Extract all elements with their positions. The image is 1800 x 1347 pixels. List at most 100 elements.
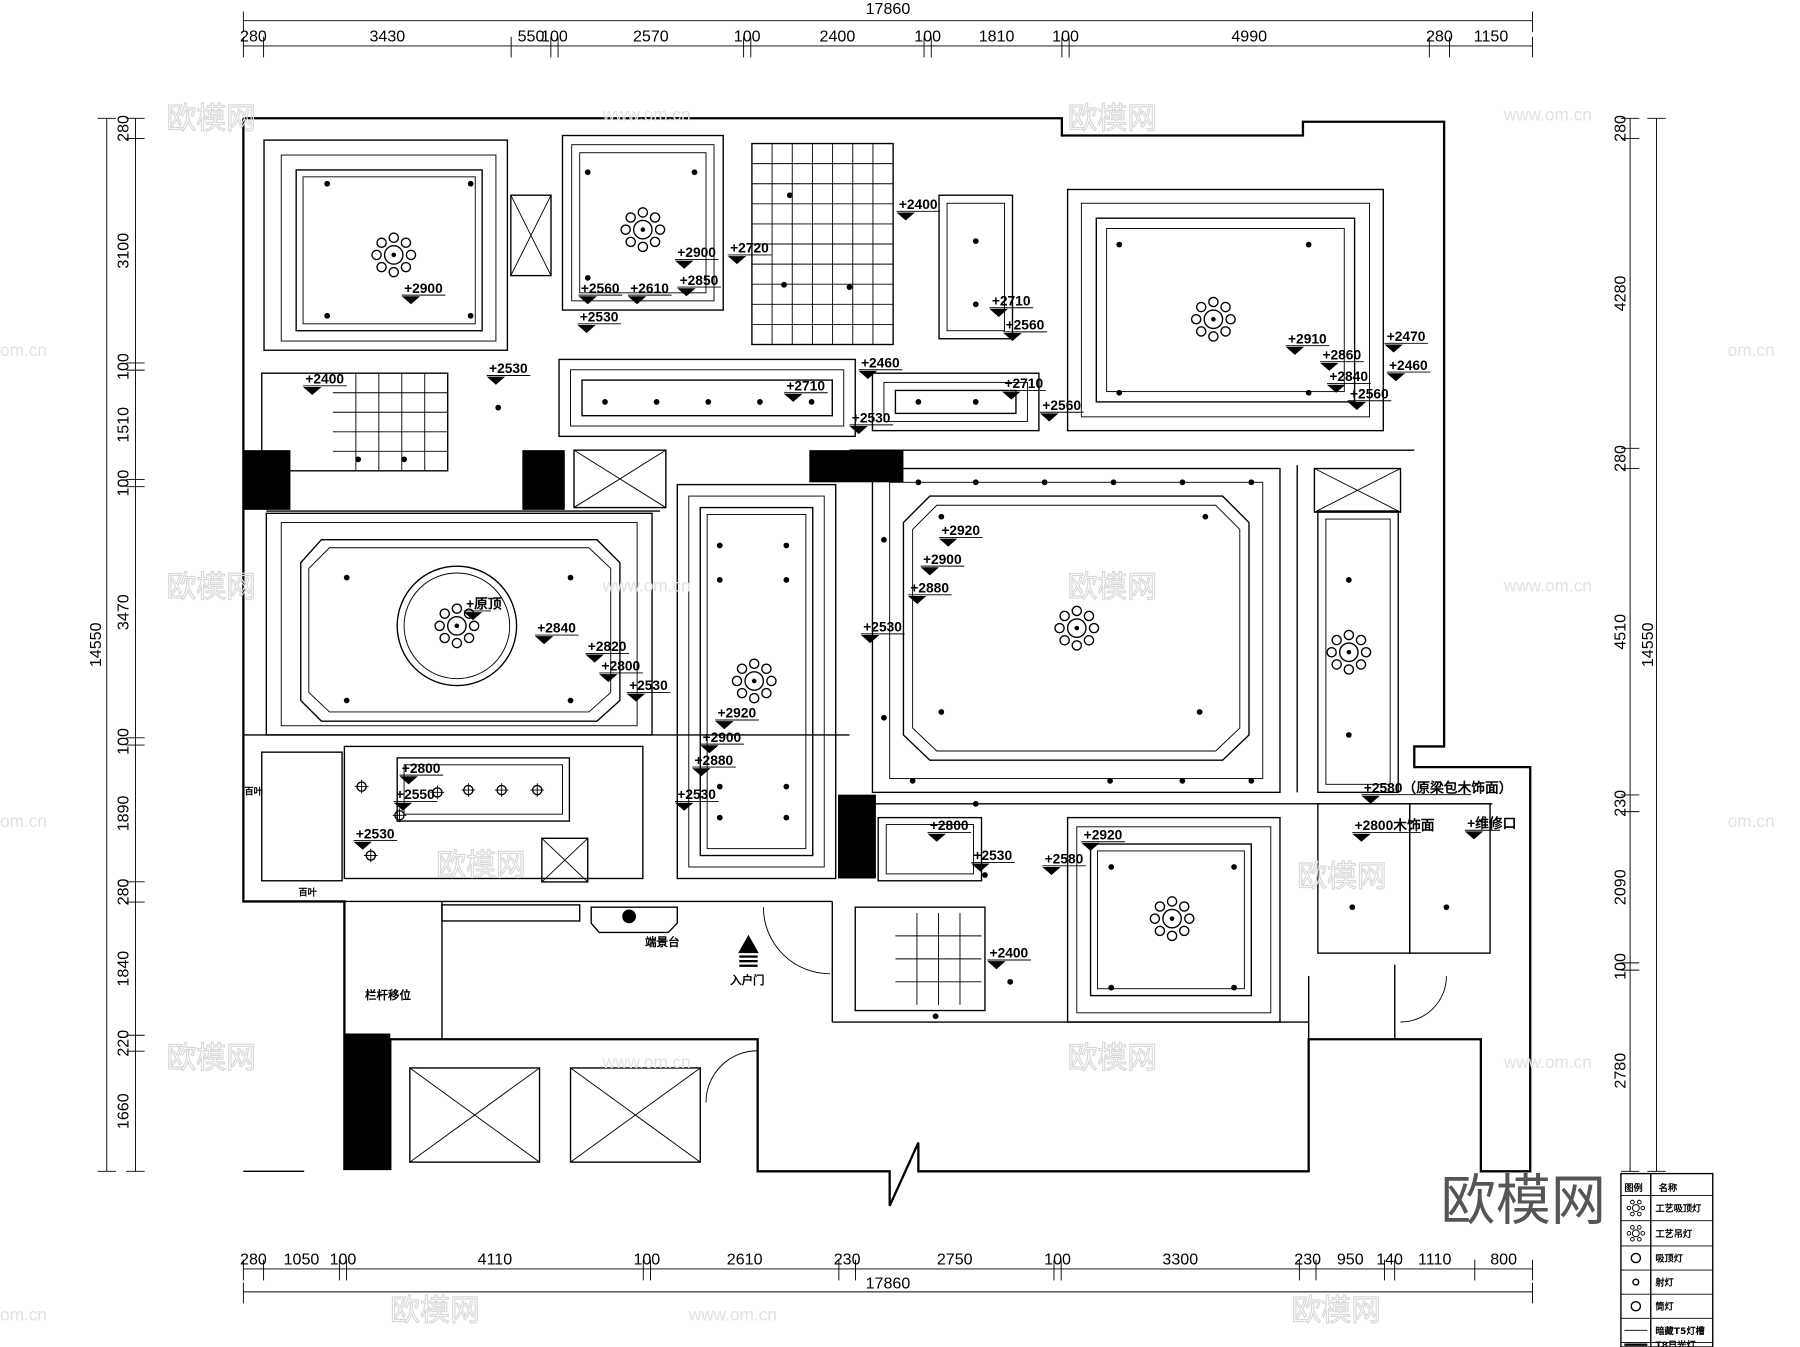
elevation-marker: +2880 bbox=[908, 581, 952, 605]
elevation-marker: +2860 bbox=[1320, 347, 1364, 371]
spotlight-icon bbox=[716, 814, 723, 821]
elevation-marker: +2530 bbox=[675, 787, 719, 811]
left-dimension-value: 1840 bbox=[115, 951, 133, 987]
elevation-marker: +2560 bbox=[1003, 318, 1047, 342]
elevation-triangle-icon bbox=[578, 296, 597, 305]
elevation-value: +2880 bbox=[695, 753, 734, 768]
spotlight-icon bbox=[1345, 732, 1352, 738]
spotlight-icon bbox=[1248, 479, 1255, 486]
elevation-value: +2900 bbox=[404, 281, 443, 296]
elevation-triangle-icon bbox=[585, 654, 604, 663]
watermark-text: 欧模网 bbox=[1068, 570, 1158, 605]
elevation-value: +2720 bbox=[730, 241, 769, 256]
watermark-text: 欧模网 bbox=[1068, 102, 1158, 137]
elevation-marker: +2580（原梁包木饰面） bbox=[1361, 779, 1513, 804]
bottom-dimension-value: 950 bbox=[1337, 1250, 1364, 1268]
elevation-marker: +2900 bbox=[401, 281, 446, 305]
ceiling-rooms bbox=[261, 134, 1491, 1163]
watermark-url-fragment: om.cn bbox=[0, 340, 47, 360]
spotlight-icon bbox=[691, 169, 698, 176]
elevation-triangle-icon bbox=[1320, 362, 1339, 371]
chandelier-icon bbox=[1149, 896, 1195, 942]
elevation-triangle-icon bbox=[896, 212, 915, 221]
ceiling-lamp-icon bbox=[1630, 1252, 1642, 1264]
spotlight-icon bbox=[1231, 864, 1237, 870]
spotlight-icon bbox=[982, 872, 988, 878]
left-dimension-value: 280 bbox=[115, 115, 133, 142]
bottom-dimension-value: 100 bbox=[1044, 1250, 1071, 1268]
watermark-text: 欧模网 bbox=[1068, 1041, 1158, 1076]
elevation-value: +2860 bbox=[1322, 347, 1361, 362]
spotlight-icon bbox=[1349, 904, 1356, 911]
spotlight-icon bbox=[1179, 777, 1186, 784]
elevation-value: +2560 bbox=[581, 281, 620, 296]
elevation-triangle-icon bbox=[971, 863, 990, 872]
watermark-url-fragment: om.cn bbox=[1728, 340, 1775, 360]
elevation-value: +2880 bbox=[910, 581, 949, 596]
spotlight-icon bbox=[783, 577, 790, 583]
bottom-dimension-value: 2610 bbox=[727, 1250, 763, 1268]
elevation-marker: +2710 bbox=[1002, 376, 1046, 400]
spotlight-icon bbox=[783, 814, 790, 821]
elevation-value: +2800 bbox=[402, 761, 441, 776]
bottom-dimension-value: 1050 bbox=[284, 1250, 320, 1268]
elevation-marker: +2460 bbox=[1386, 358, 1431, 382]
elevation-triangle-icon bbox=[393, 802, 413, 811]
elevation-value: +2850 bbox=[680, 273, 719, 288]
elevation-triangle-icon bbox=[353, 841, 372, 850]
elevation-value: +2560 bbox=[1006, 318, 1045, 333]
railing-relocation-label: 栏杆移位 bbox=[365, 988, 411, 1002]
left-dimension-value: 3100 bbox=[115, 233, 133, 269]
spotlight-icon bbox=[1305, 389, 1312, 396]
bottom-dimension-value: 230 bbox=[834, 1250, 861, 1268]
elevation-triangle-icon bbox=[908, 595, 927, 605]
elevation-value: +2840 bbox=[537, 621, 576, 636]
elevation-marker: +2530 bbox=[353, 826, 398, 850]
elevation-value: +2400 bbox=[305, 372, 344, 387]
pendant-lamp-icon bbox=[1626, 1225, 1646, 1242]
spotlight-icon bbox=[808, 399, 815, 405]
elevation-triangle-icon bbox=[401, 296, 421, 305]
elevation-marker: +2820 bbox=[585, 639, 630, 663]
right-dimension-value: 4280 bbox=[1612, 275, 1630, 311]
elevation-value: +2560 bbox=[1042, 398, 1081, 413]
elevation-triangle-icon bbox=[692, 768, 711, 777]
top-total-dimension-value: 17860 bbox=[866, 0, 911, 18]
top-dimension-value: 280 bbox=[1426, 27, 1453, 45]
spotlight-icon bbox=[584, 169, 591, 176]
elevation-triangle-icon bbox=[399, 776, 418, 785]
elevation-value: +2800木饰面 bbox=[1355, 817, 1435, 833]
structural-columns bbox=[243, 450, 904, 1170]
elevation-marker: +2900 bbox=[700, 730, 744, 754]
spotlight-icon bbox=[1116, 389, 1123, 396]
watermark-url: www.om.cn bbox=[688, 1305, 777, 1325]
downlight-icon bbox=[494, 783, 509, 797]
top-dimension-value: 2570 bbox=[633, 27, 669, 45]
elevation-value: +2460 bbox=[1389, 358, 1428, 373]
chandelier-icon bbox=[1054, 605, 1100, 651]
elevation-marker: +2920 bbox=[1081, 827, 1125, 851]
elevation-triangle-icon bbox=[677, 288, 696, 297]
top-dimension-value: 100 bbox=[1052, 27, 1079, 45]
watermark-url: www.om.cn bbox=[1503, 105, 1592, 125]
spotlight-icon bbox=[915, 399, 922, 405]
top-dimension-value: 280 bbox=[240, 27, 267, 45]
bottom-dimension-value: 140 bbox=[1376, 1250, 1403, 1268]
spotlight-icon bbox=[567, 574, 574, 581]
top-dimension-value: 100 bbox=[914, 27, 941, 45]
legend-item-label: 暗藏T5灯槽 bbox=[1655, 1325, 1705, 1337]
watermark-url-fragment: om.cn bbox=[0, 811, 47, 831]
elevation-value: +2610 bbox=[630, 281, 669, 296]
watermark-text: 欧模网 bbox=[1297, 860, 1387, 895]
elevation-triangle-icon bbox=[849, 426, 868, 435]
spotlight-icon bbox=[1108, 864, 1115, 870]
top-dimension-value: 4990 bbox=[1231, 27, 1267, 45]
chandelier-icon bbox=[620, 207, 666, 253]
elevation-marker: +2800木饰面 bbox=[1352, 817, 1435, 842]
elevation-triangle-icon bbox=[1002, 391, 1021, 400]
elevation-marker: +2840 bbox=[1327, 369, 1371, 393]
elevation-marker: +2720 bbox=[727, 241, 772, 265]
left-dimension-value: 1510 bbox=[115, 407, 133, 443]
elevation-value: +2560 bbox=[1350, 386, 1389, 401]
